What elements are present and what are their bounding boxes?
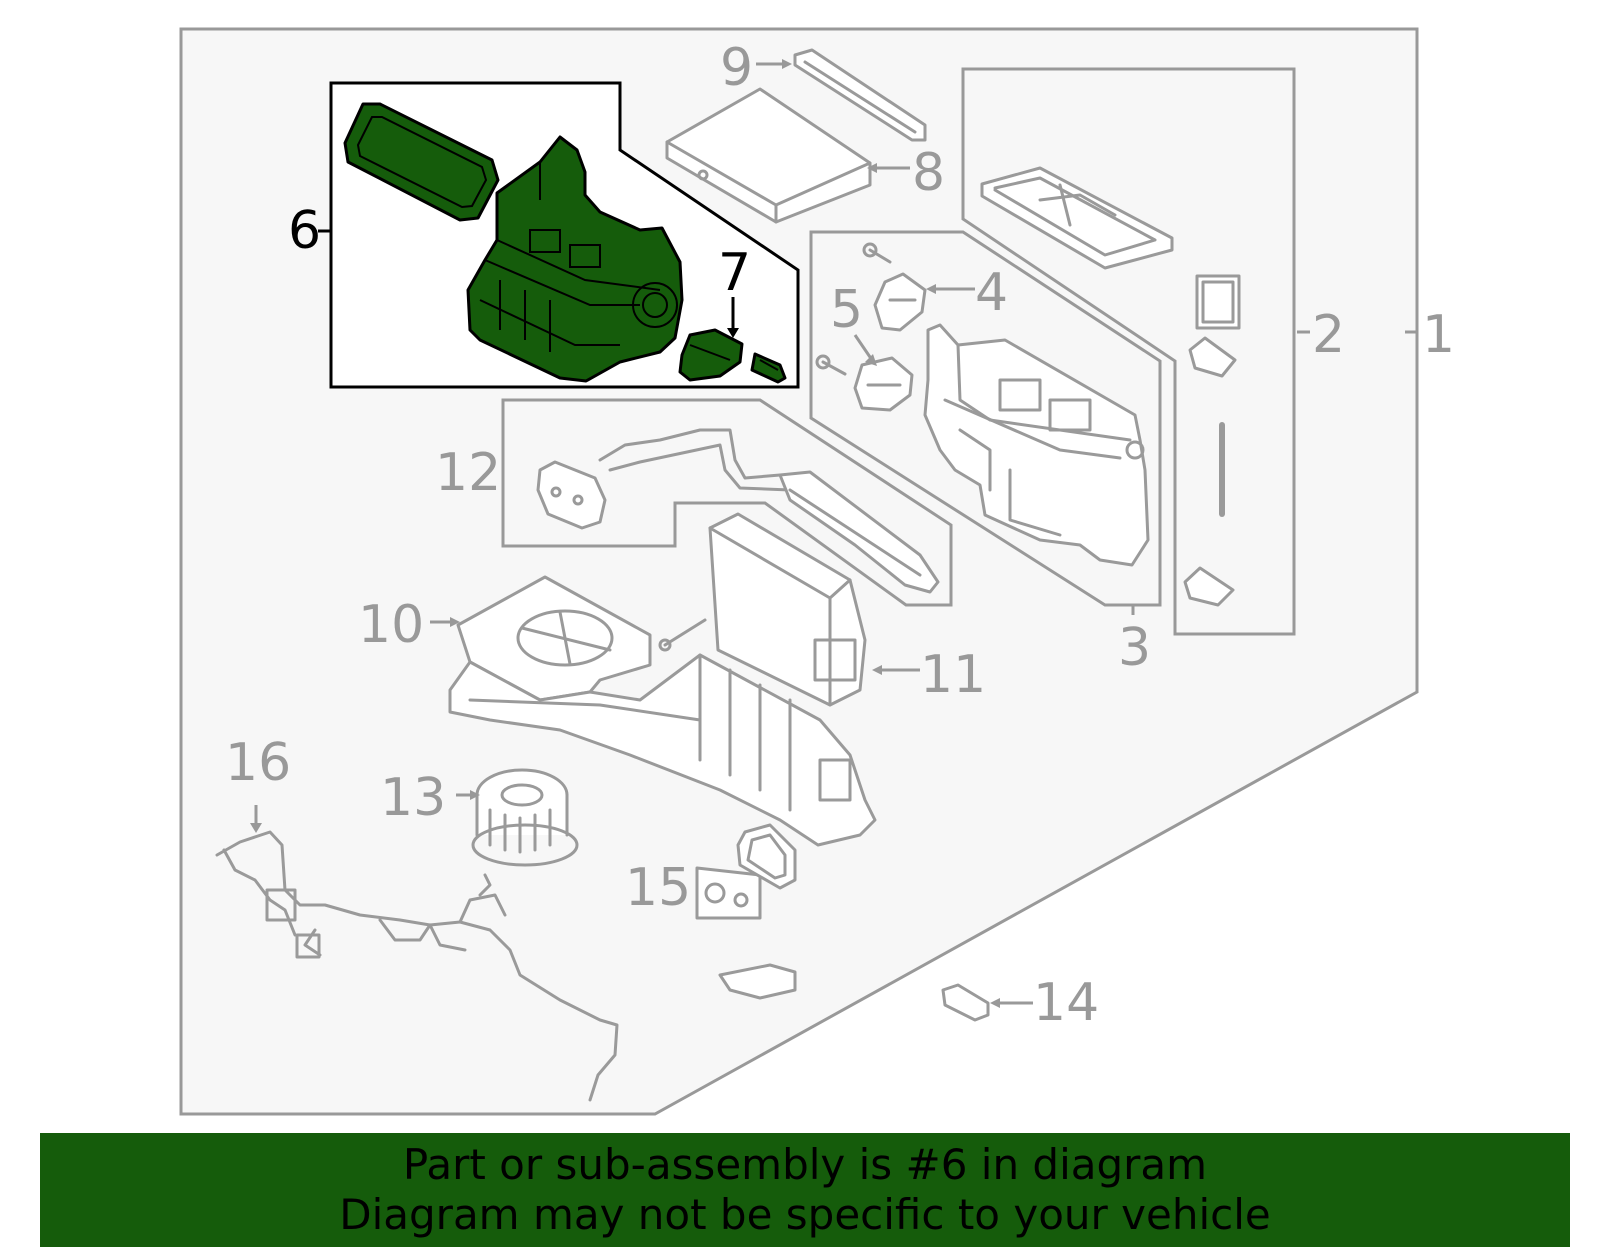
callout-10: 10 [358, 595, 424, 655]
part-10-housing[interactable] [448, 575, 877, 847]
callout-7: 7 [718, 243, 751, 303]
group-box-2 [961, 67, 1296, 636]
footer-banner: Part or sub-assembly is #6 in diagram Di… [40, 1133, 1570, 1247]
part-3-case[interactable] [923, 323, 1150, 567]
part-5-actuator[interactable] [815, 354, 914, 412]
callout-16: 16 [225, 733, 291, 793]
blower-case-assembly-6[interactable] [343, 102, 684, 383]
part-4-actuator[interactable] [862, 242, 927, 332]
callout-13: 13 [380, 768, 446, 828]
callout-6: 6 [288, 201, 321, 261]
part-11-core[interactable] [708, 512, 867, 707]
part-14-sensor[interactable] [941, 983, 990, 1022]
callout-14: 14 [1033, 973, 1099, 1033]
part-8[interactable] [665, 87, 872, 224]
part-12-components[interactable] [536, 428, 940, 594]
part-13-blower-motor[interactable] [471, 768, 579, 867]
callout-2: 2 [1312, 305, 1345, 365]
part-15-components[interactable] [695, 823, 797, 1000]
callout-5: 5 [830, 280, 863, 340]
callout-11: 11 [920, 645, 986, 705]
callout-9: 9 [720, 38, 753, 98]
footer-line-2: Diagram may not be specific to your vehi… [339, 1190, 1271, 1239]
group-box-12 [501, 398, 953, 607]
footer-line-1: Part or sub-assembly is #6 in diagram [402, 1140, 1208, 1189]
group-box-3 [809, 230, 1162, 607]
callout-1: 1 [1422, 305, 1455, 365]
part-16-harness[interactable] [215, 830, 619, 1102]
callout-8: 8 [912, 143, 945, 203]
part-9[interactable] [793, 48, 927, 142]
callout-3: 3 [1118, 618, 1151, 678]
callout-4: 4 [975, 263, 1008, 323]
actuator-7[interactable] [678, 328, 787, 384]
callout-15: 15 [625, 858, 691, 918]
part-2-components[interactable] [980, 166, 1241, 607]
callout-12: 12 [435, 443, 501, 503]
